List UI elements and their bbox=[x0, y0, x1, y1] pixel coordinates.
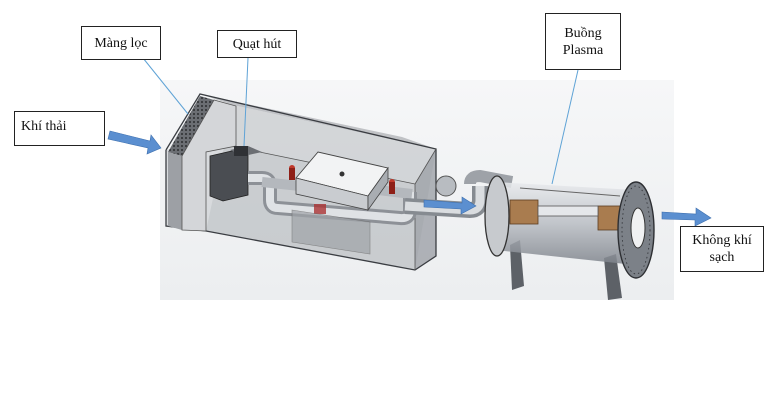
exhaust-gas-label: Khí thải bbox=[14, 111, 105, 146]
plasma-chamber bbox=[484, 175, 655, 300]
exhaust-inlet-arrow bbox=[107, 130, 162, 155]
internal-piping bbox=[248, 165, 417, 226]
clean-air-outlet-arrow bbox=[661, 207, 712, 227]
leader-lines bbox=[142, 57, 579, 185]
filter-membrane bbox=[168, 96, 237, 232]
plasma-chamber-label-line2: Plasma bbox=[562, 42, 604, 58]
suction-fan-label: Quạt hút bbox=[217, 30, 297, 58]
exhaust-gas-label-text: Khí thải bbox=[21, 119, 67, 134]
plasma-leader-line bbox=[551, 69, 579, 185]
suction-fan-label-text: Quạt hút bbox=[232, 36, 282, 52]
clean-air-label-line1: Không khí bbox=[692, 233, 752, 248]
plasma-chamber-label: Buồng Plasma bbox=[545, 13, 621, 70]
filter-label: Màng lọc bbox=[81, 26, 161, 60]
filter-label-text: Màng lọc bbox=[94, 35, 148, 51]
control-box bbox=[291, 151, 389, 255]
transfer-arrow bbox=[423, 196, 477, 215]
clean-air-label: Không khí sạch bbox=[680, 226, 764, 272]
connecting-pipe bbox=[404, 169, 514, 219]
fan-leader-line bbox=[243, 57, 249, 147]
filter-leader-line bbox=[142, 57, 189, 115]
suction-fan bbox=[209, 146, 262, 202]
plasma-chamber-label-line1: Buồng bbox=[564, 25, 602, 41]
clean-air-label-line2: sạch bbox=[709, 250, 735, 265]
